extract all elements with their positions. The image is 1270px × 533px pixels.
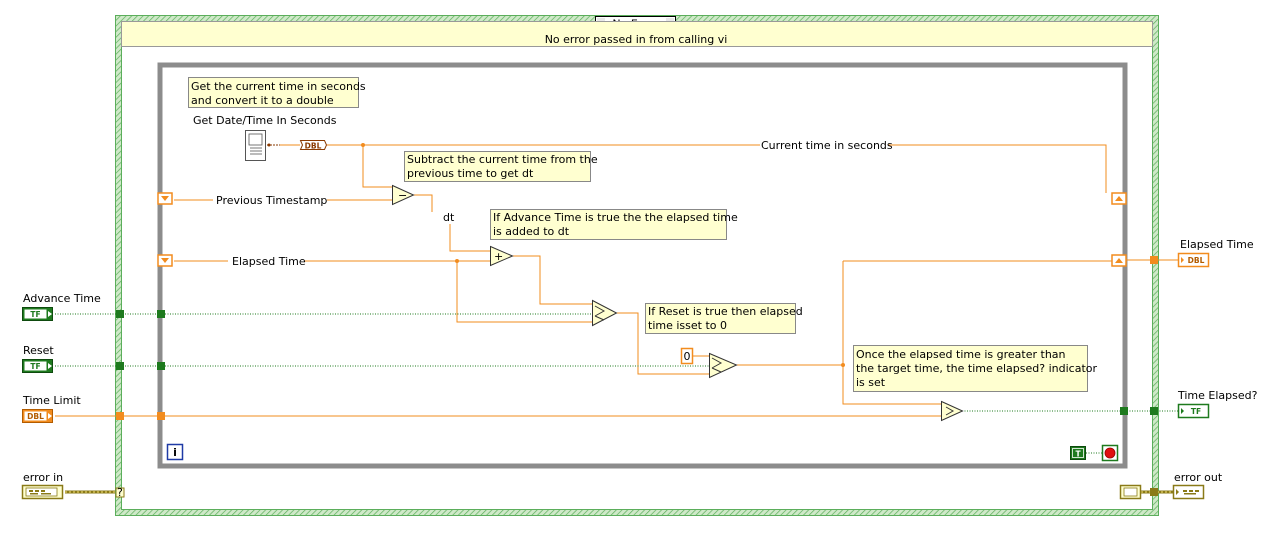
wire-add-to-select [512, 255, 592, 305]
svg-text:DBL: DBL [305, 142, 322, 151]
reset-label: Reset [23, 344, 54, 357]
comment-compare: Once the elapsed time is greater than th… [853, 345, 1097, 392]
control-error-in[interactable]: error in [21, 471, 64, 500]
stop-icon [1104, 447, 1116, 459]
wire-current-time-right [888, 144, 1107, 193]
wire-elapsed-to-select [456, 261, 592, 323]
svg-text:previous time to get dt: previous time to get dt [407, 167, 534, 180]
comment-get-time: Get the current time in seconds and conv… [188, 77, 366, 108]
iteration-terminal[interactable]: i [166, 443, 184, 461]
wires [55, 144, 1178, 494]
zero-constant[interactable]: 0 [680, 347, 694, 365]
previous-timestamp-label: Previous Timestamp [216, 194, 327, 207]
comment-advance: If Advance Time is true the the elapsed … [490, 209, 738, 240]
wire-to-compare [842, 261, 941, 405]
svg-text:i: i [173, 446, 177, 459]
true-constant[interactable]: T [1070, 446, 1086, 460]
svg-text:Subtract the current time from: Subtract the current time from the [407, 153, 598, 166]
svg-text:time isset to 0: time isset to 0 [648, 319, 727, 332]
comment-subtract: Subtract the current time from the previ… [404, 151, 598, 182]
indicator-error-out[interactable]: error out [1119, 471, 1223, 500]
indicator-time-elapsed[interactable]: Time Elapsed? TF [1177, 389, 1258, 419]
subdiagram-label: No error passed in from calling vi [545, 33, 728, 46]
time-elapsed-label: Time Elapsed? [1177, 389, 1258, 402]
svg-text:+: + [494, 250, 503, 263]
to-double-node[interactable]: DBL [299, 140, 328, 151]
svg-text:and convert it to a double: and convert it to a double [191, 94, 334, 107]
add-node[interactable]: + [490, 245, 514, 267]
svg-text:−: − [398, 189, 407, 202]
svg-text:Get the current time in second: Get the current time in seconds [191, 80, 366, 93]
tunnels: ? [115, 256, 1158, 499]
svg-text:0: 0 [684, 350, 691, 363]
get-date-time-node[interactable] [245, 130, 281, 161]
dt-label: dt [443, 211, 455, 224]
svg-text:the target time, the time elap: the target time, the time elapsed? indic… [856, 362, 1097, 375]
wire-select1-out [616, 312, 709, 375]
svg-text:T: T [1075, 450, 1081, 459]
current-time-label: Current time in seconds [761, 139, 893, 152]
time-limit-label: Time Limit [22, 394, 81, 407]
indicator-elapsed-time[interactable]: Elapsed Time DBL [1177, 238, 1254, 268]
error-in-label: error in [23, 471, 63, 484]
loop-condition-terminal[interactable] [1101, 444, 1119, 462]
cluster-icon [29, 490, 51, 495]
shift-registers[interactable] [157, 192, 1127, 267]
greater-than-node[interactable] [941, 400, 964, 422]
control-time-limit[interactable]: Time Limit DBL [22, 394, 81, 423]
elapsed-time-label: Elapsed Time [1180, 238, 1254, 251]
wire-junctions [361, 143, 845, 367]
subtract-node[interactable]: − [392, 184, 415, 206]
svg-text:If Reset is true then elapsed: If Reset is true then elapsed [648, 305, 803, 318]
advance-time-label: Advance Time [23, 292, 101, 305]
svg-text:DBL: DBL [27, 412, 44, 421]
svg-text:TF: TF [30, 362, 40, 371]
svg-text:is added to dt: is added to dt [493, 225, 570, 238]
svg-text:is set: is set [856, 376, 886, 389]
control-advance-time[interactable]: Advance Time TF [22, 292, 102, 321]
svg-text:TF: TF [30, 310, 40, 319]
select-node-advance[interactable] [592, 299, 618, 327]
svg-text:TF: TF [1191, 407, 1201, 416]
svg-text:DBL: DBL [1188, 256, 1205, 265]
get-date-time-label: Get Date/Time In Seconds [193, 114, 337, 127]
cluster-icon [1183, 490, 1199, 495]
comment-reset: If Reset is true then elapsed time isset… [645, 303, 803, 334]
wire-time-to-subtract [362, 145, 392, 188]
wire-dt [413, 194, 433, 212]
svg-text:If Advance Time is true the th: If Advance Time is true the the elapsed … [493, 211, 738, 224]
control-reset[interactable]: Reset TF [22, 344, 55, 373]
svg-text:Once the elapsed time is great: Once the elapsed time is greater than [856, 348, 1066, 361]
case-selector-terminal: ? [117, 486, 123, 499]
elapsed-time-wire-label: Elapsed Time [232, 255, 306, 268]
select-node-reset[interactable] [709, 352, 738, 379]
subdiagram-label-box [121, 21, 1153, 47]
wire-dt-b [449, 224, 490, 252]
error-out-label: error out [1174, 471, 1223, 484]
